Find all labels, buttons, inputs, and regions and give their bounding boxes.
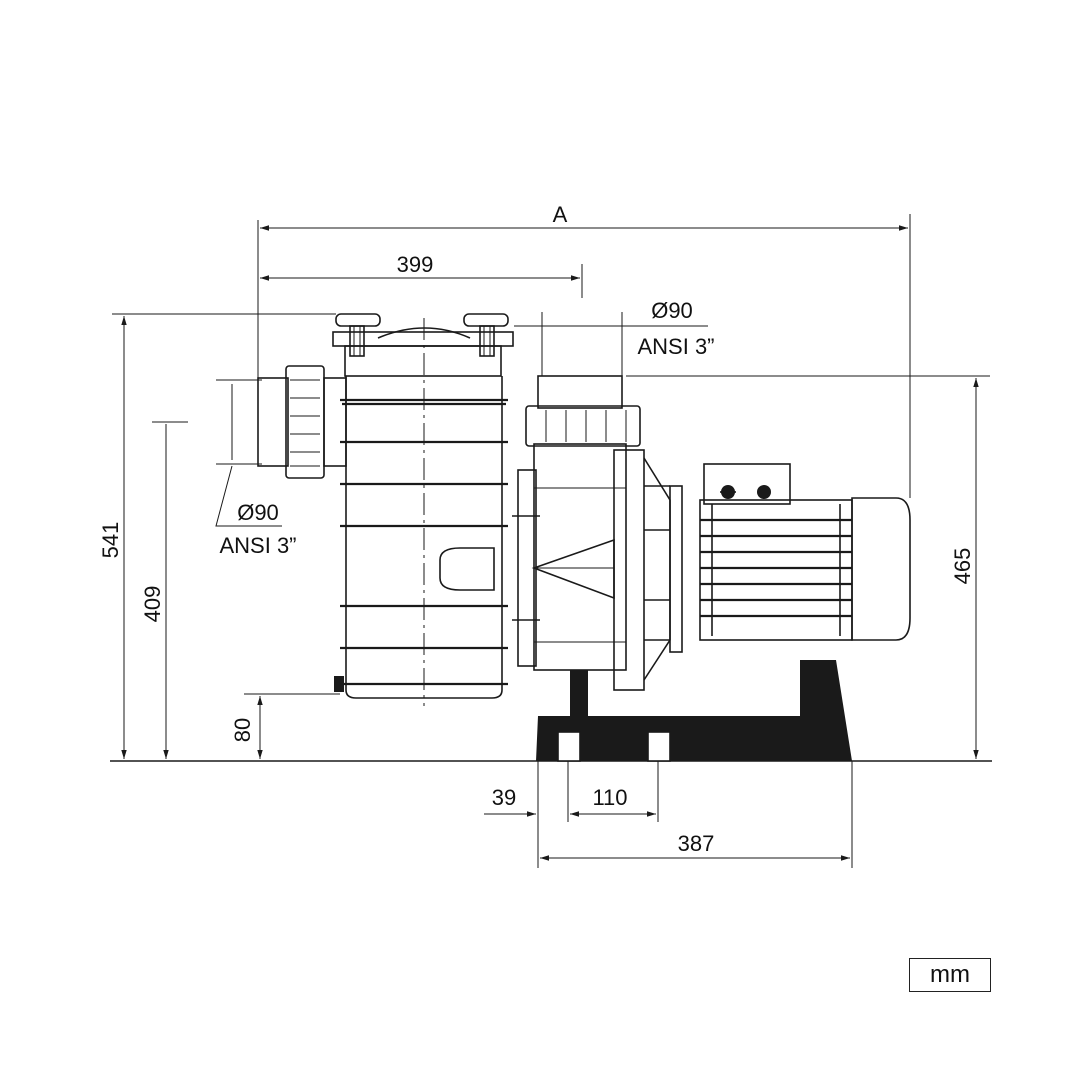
dim-label-39: 39 bbox=[492, 785, 516, 810]
inlet-union bbox=[257, 365, 347, 479]
inlet-standard-label: ANSI 3” bbox=[219, 533, 296, 558]
outlet-standard-label: ANSI 3” bbox=[637, 334, 714, 359]
dim-label-387: 387 bbox=[678, 831, 715, 856]
pump-base bbox=[536, 660, 852, 762]
cooling-fins bbox=[700, 504, 852, 636]
units-label: mm bbox=[909, 958, 991, 992]
motor-bracket bbox=[643, 457, 683, 681]
inlet-diameter-label: Ø90 bbox=[237, 500, 279, 525]
pot-neck bbox=[439, 547, 495, 591]
strainer-lid bbox=[332, 313, 514, 377]
pump-assembly bbox=[257, 313, 911, 762]
motor bbox=[699, 463, 911, 641]
outlet-diameter-label: Ø90 bbox=[651, 298, 693, 323]
strainer-pot bbox=[334, 318, 508, 706]
dim-label-465: 465 bbox=[950, 548, 975, 585]
dim-label-399: 399 bbox=[397, 252, 434, 277]
pump-housing bbox=[512, 375, 645, 691]
dim-label-110: 110 bbox=[592, 785, 627, 810]
dim-label-541: 541 bbox=[98, 522, 123, 559]
dim-label-80: 80 bbox=[230, 718, 255, 742]
dim-label-overall: A bbox=[553, 202, 568, 227]
dim-label-409: 409 bbox=[140, 586, 165, 623]
